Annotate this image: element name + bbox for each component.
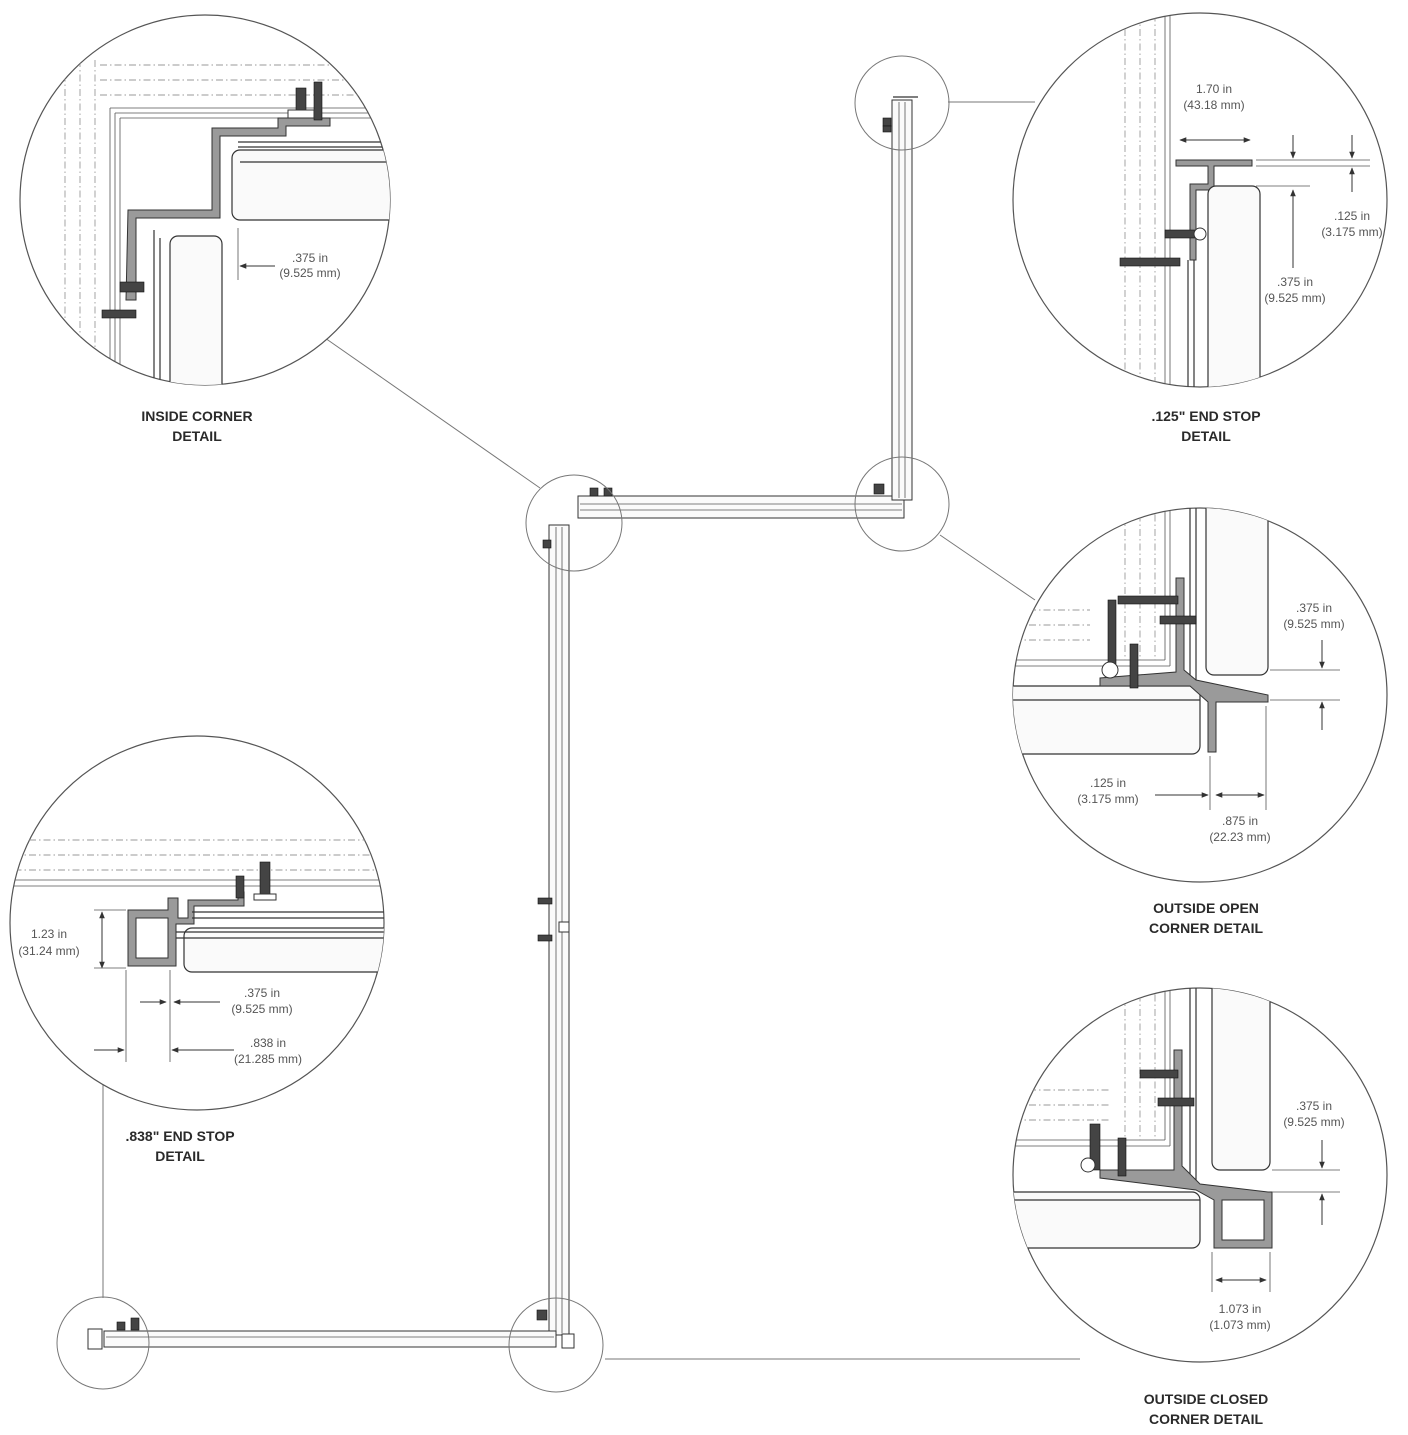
outside-open-leg-mm: (22.23 mm) [1209, 830, 1270, 844]
end-stop-125-gap-in: .375 in [1277, 275, 1313, 289]
end-stop-838-width-mm: (21.285 mm) [234, 1052, 302, 1066]
end-stop-125-caption-line2: DETAIL [1181, 428, 1231, 444]
end-stop-838-gap-in: .375 in [244, 986, 280, 1000]
outside-open-caption-line1: OUTSIDE OPEN [1153, 900, 1259, 916]
end-stop-838-caption-line2: DETAIL [155, 1148, 205, 1164]
end-stop-125-gap-mm: (9.525 mm) [1264, 291, 1325, 305]
end-stop-125-width-in: 1.70 in [1196, 82, 1232, 96]
corner-fasteners [116, 117, 892, 1331]
outside-closed-caption-line2: CORNER DETAIL [1149, 1411, 1264, 1427]
end-stop-838-gap-mm: (9.525 mm) [231, 1002, 292, 1016]
end-stop-125-thick-in: .125 in [1334, 209, 1370, 223]
outside-open-thick-in: .125 in [1090, 776, 1126, 790]
plan-layout [56, 55, 950, 1393]
outside-open-thick-mm: (3.175 mm) [1077, 792, 1138, 806]
end-stop-838-height-mm: (31.24 mm) [18, 944, 79, 958]
leader-lines [102, 101, 1080, 1360]
detail-outside-open-corner: .375 in (9.525 mm) .125 in (3.175 mm) .8… [1012, 507, 1388, 936]
horizontal-run-bottom [103, 1330, 557, 1348]
outside-closed-width-in: 1.073 in [1219, 1302, 1262, 1316]
inside-corner-caption-line1: INSIDE CORNER [141, 408, 252, 424]
mid-fasteners [537, 897, 553, 942]
outside-open-gap-in: .375 in [1296, 601, 1332, 615]
vertical-run-right [891, 99, 913, 501]
callout-circle-outside-open [854, 456, 950, 552]
leader-outside-open [939, 534, 1036, 601]
outside-open-gap-mm: (9.525 mm) [1283, 617, 1344, 631]
inside-corner-caption-line2: DETAIL [172, 428, 222, 444]
end-stop-125-thick-mm: (3.175 mm) [1321, 225, 1382, 239]
detail-end-stop-125: 1.70 in (43.18 mm) .125 in (3.175 mm) .3… [1012, 12, 1388, 444]
horizontal-run-top [577, 495, 905, 519]
inside-corner-dim-in: .375 in [292, 251, 328, 265]
outside-closed-width-mm: (1.073 mm) [1209, 1318, 1270, 1332]
callout-circle-outside-closed [508, 1297, 604, 1393]
leader-inside-corner [324, 337, 541, 489]
end-stop-838-height-in: 1.23 in [31, 927, 67, 941]
inside-corner-dim-mm: (9.525 mm) [279, 266, 340, 280]
end-stop-125-width-mm: (43.18 mm) [1183, 98, 1244, 112]
callout-circle-end-stop-838 [56, 1296, 150, 1390]
outside-open-leg-in: .875 in [1222, 814, 1258, 828]
outside-closed-gap-in: .375 in [1296, 1099, 1332, 1113]
detail-inside-corner: .375 in (9.525 mm) INSIDE CORNER DETAIL [19, 14, 391, 444]
callout-circle-inside-corner [525, 474, 623, 572]
outside-open-caption-line2: CORNER DETAIL [1149, 920, 1264, 936]
end-stop-838-width-in: .838 in [250, 1036, 286, 1050]
outside-closed-gap-mm: (9.525 mm) [1283, 1115, 1344, 1129]
detail-outside-closed-corner: .375 in (9.525 mm) 1.073 in (1.073 mm) O… [1012, 987, 1388, 1427]
detail-end-stop-838: 1.23 in (31.24 mm) .375 in (9.525 mm) .8… [9, 735, 385, 1164]
callout-circle-end-stop-125 [854, 55, 950, 151]
outside-closed-caption-line1: OUTSIDE CLOSED [1144, 1391, 1268, 1407]
end-stop-125-caption-line1: .125" END STOP [1151, 408, 1260, 424]
end-stop-838-caption-line1: .838" END STOP [125, 1128, 234, 1144]
